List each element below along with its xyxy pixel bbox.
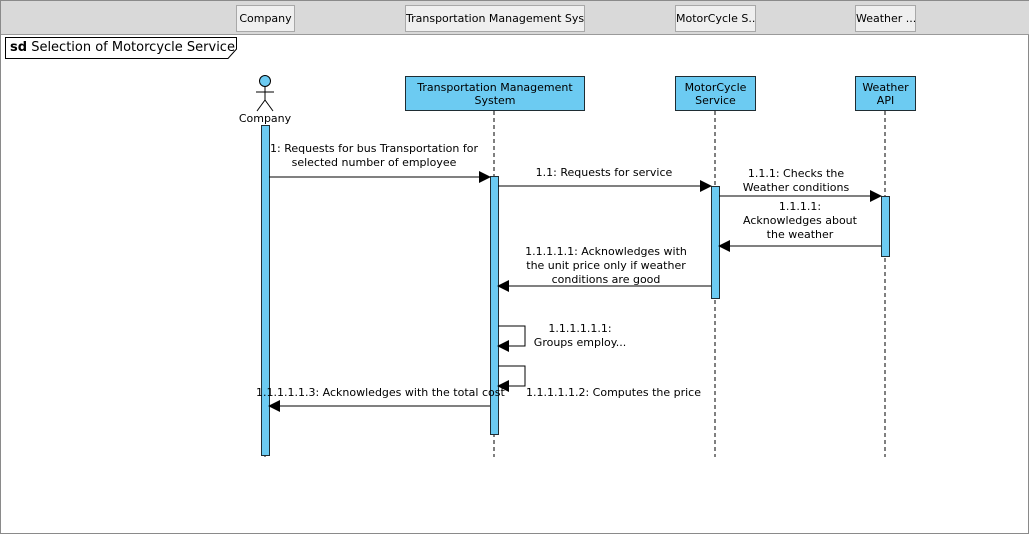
message-label-1-1-1-1: 1.1.1.1: Acknowledges about the weather — [743, 200, 857, 241]
lifeline-header-bar: Company Transportation Management System… — [1, 1, 1029, 35]
message-label-1-1-1-1-1: 1.1.1.1.1: Acknowledges with the unit pr… — [525, 245, 687, 286]
actor-company-icon[interactable] — [256, 75, 274, 112]
frame-keyword: sd — [10, 40, 28, 55]
lifeline-head-weather[interactable]: Weather API — [855, 76, 916, 111]
frame-title-tab: sd Selection of Motorcycle Service — [5, 37, 251, 59]
frame-tab-outline — [5, 37, 237, 59]
header-tab-company[interactable]: Company — [236, 5, 295, 32]
header-tab-motorcycle[interactable]: MotorCycle S... — [675, 5, 756, 32]
activation-weather[interactable] — [881, 196, 890, 257]
header-tab-tms[interactable]: Transportation Management System — [405, 5, 585, 32]
self-message-arrow-1-1-1-1-1-1[interactable] — [497, 325, 526, 352]
actor-company-label: Company — [238, 112, 292, 125]
message-label-1-1-1-1-1-2: 1.1.1.1.1.2: Computes the price — [526, 386, 701, 399]
self-message-arrow-1-1-1-1-1-2[interactable] — [497, 365, 526, 392]
lifeline-motorcycle-label: MotorCycle Service — [684, 80, 747, 107]
lifeline-head-tms[interactable]: Transportation Management System — [405, 76, 585, 111]
activation-motorcycle[interactable] — [711, 186, 720, 299]
frame-title: Selection of Motorcycle Service — [31, 40, 235, 55]
header-tab-weather[interactable]: Weather ... — [855, 5, 916, 32]
message-label-1-1-1: 1.1.1: Checks the Weather conditions — [742, 167, 850, 194]
message-label-1-1-1-1-1-1: 1.1.1.1.1.1: Groups employ... — [533, 322, 627, 349]
lifeline-tms-label: Transportation Management System — [417, 80, 573, 107]
lifeline-head-motorcycle[interactable]: MotorCycle Service — [675, 76, 756, 111]
activation-tms[interactable] — [490, 176, 499, 435]
message-label-1: 1: Requests for bus Transportation for s… — [270, 142, 478, 169]
lifeline-weather-label: Weather API — [862, 80, 909, 107]
message-label-1-1-1-1-1-3: 1.1.1.1.1.3: Acknowledges with the total… — [256, 386, 505, 399]
activation-company[interactable] — [261, 125, 270, 456]
message-label-1-1: 1.1: Requests for service — [535, 166, 673, 179]
